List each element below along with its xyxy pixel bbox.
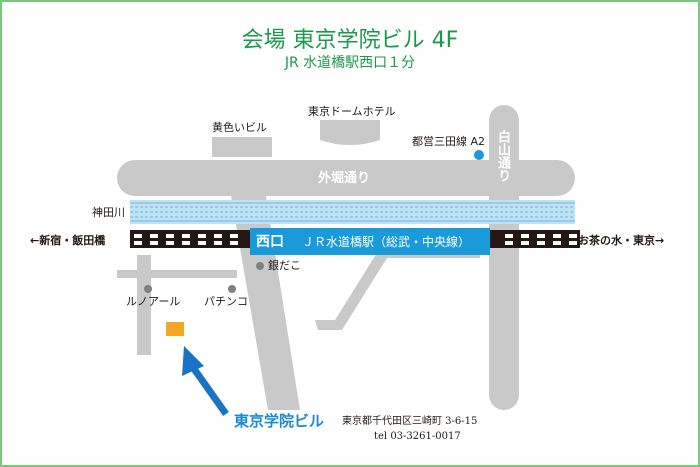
destination-address: 東京都千代田区三崎町 3-6-15 bbox=[342, 416, 478, 427]
gindako-marker bbox=[256, 262, 264, 270]
pachinko-marker bbox=[228, 285, 236, 293]
kanda-river bbox=[130, 200, 575, 224]
yellow-building-block bbox=[212, 137, 272, 157]
east-direction-label: お茶の水・東京→ bbox=[578, 234, 665, 247]
gindako-label: 銀だこ bbox=[268, 259, 301, 272]
tokyo-dome-hotel-label: 東京ドームホテル bbox=[308, 105, 396, 118]
sotobori-dori-label: 外堀通り bbox=[318, 171, 371, 186]
west-direction-label: ←新宿・飯田橋 bbox=[30, 234, 106, 247]
subway-exit-label: 都営三田線 A2 bbox=[412, 135, 486, 148]
west-street-horizontal bbox=[117, 270, 237, 278]
destination-marker bbox=[166, 322, 184, 336]
map-title: 会場 東京学院ビル 4F bbox=[241, 28, 459, 53]
station-name-label: ＪＲ水道橋駅（総武・中央線） bbox=[302, 235, 471, 249]
hakusan-dori-road bbox=[489, 105, 519, 410]
suidobashi-station-block bbox=[250, 228, 490, 255]
renoir-label: ルノアール bbox=[126, 295, 181, 308]
subway-exit-marker bbox=[474, 150, 484, 160]
west-street-vertical bbox=[137, 255, 151, 355]
renoir-marker bbox=[144, 285, 152, 293]
northeast-street bbox=[315, 248, 480, 330]
map-subtitle: JR 水道橋駅西口１分 bbox=[284, 55, 416, 71]
tokyo-dome-hotel-block bbox=[320, 120, 380, 145]
pachinko-label: パチンコ bbox=[204, 295, 248, 308]
west-exit-label: 西口 bbox=[256, 234, 284, 250]
destination-arrow-icon bbox=[182, 346, 229, 417]
destination-tel: tel 03-3261-0017 bbox=[374, 431, 461, 442]
yellow-building-label: 黄色いビル bbox=[212, 121, 267, 134]
hakusan-dori-label: 白山通り bbox=[495, 130, 510, 182]
destination-name: 東京学院ビル bbox=[234, 412, 325, 430]
sotobori-dori-road bbox=[117, 160, 575, 196]
kanda-river-label: 神田川 bbox=[92, 206, 125, 219]
